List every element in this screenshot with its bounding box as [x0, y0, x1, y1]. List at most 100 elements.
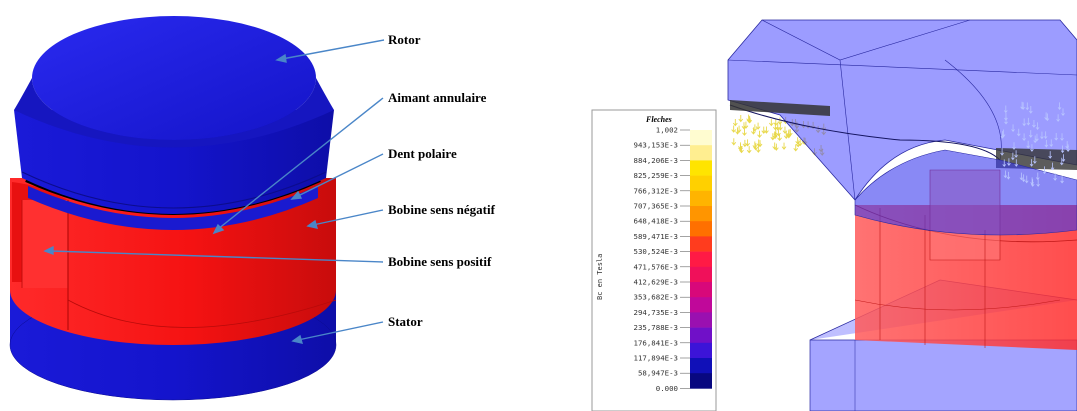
legend-color-swatch — [690, 282, 712, 298]
flux-arrow — [1060, 133, 1064, 141]
legend-tick-label: 294,735E-3 — [634, 308, 679, 317]
coil-inner-cylinder — [22, 200, 68, 288]
legend-color-swatch — [690, 251, 712, 268]
flux-arrow — [731, 125, 737, 133]
flux-arrow — [1042, 166, 1047, 175]
flux-arrow — [1019, 172, 1024, 181]
legend-color-swatch — [690, 297, 712, 313]
flux-arrow — [1059, 157, 1064, 166]
rotor — [14, 16, 334, 214]
legend-color-swatch — [690, 358, 712, 374]
flux-arrow — [777, 117, 783, 125]
flux-arrow — [786, 131, 792, 139]
flux-arrow — [738, 114, 744, 123]
legend-color-swatch — [690, 160, 712, 176]
flux-arrow — [795, 137, 801, 145]
callout-positive-coil: Bobine sens positif — [388, 254, 492, 269]
legend-tick-label: 766,312E-3 — [634, 186, 679, 195]
legend-tick-label: 58,947E-3 — [638, 369, 678, 378]
flux-arrow — [1021, 174, 1026, 183]
legend-tick-label: 176,841E-3 — [634, 338, 679, 347]
flux-arrow — [1011, 152, 1015, 161]
callout-stator: Stator — [388, 314, 423, 329]
flux-arrow — [746, 114, 751, 122]
flux-arrow — [1002, 159, 1007, 167]
flux-arrow — [1006, 171, 1011, 180]
flux-arrow — [775, 123, 781, 131]
legend-tick-label: 412,629E-3 — [634, 278, 679, 287]
flux-arrow — [1053, 173, 1057, 181]
flux-arrow — [752, 141, 758, 149]
legend-color-swatch — [690, 327, 712, 344]
legend-tick-label: 1,002 — [656, 126, 678, 135]
legend-color-swatch — [690, 221, 712, 237]
legend-color-swatch — [690, 312, 712, 328]
legend-tick-label: 707,365E-3 — [634, 202, 679, 211]
flux-arrow — [1044, 139, 1049, 148]
flux-arrow — [742, 128, 747, 136]
flux-arrow — [739, 146, 744, 154]
flux-arrow — [1016, 128, 1021, 137]
legend-color-swatch — [690, 342, 712, 359]
legend-tick-label: 353,682E-3 — [634, 293, 679, 302]
flux-arrow — [1066, 144, 1070, 153]
flux-arrow — [1036, 179, 1040, 187]
legend-tick-label: 235,788E-3 — [634, 323, 679, 332]
flux-arrow — [1050, 162, 1055, 171]
flux-arrow — [1011, 124, 1015, 132]
legend-color-swatch — [690, 373, 712, 389]
legend-tick-label: 471,576E-3 — [634, 262, 679, 271]
legend-color-swatch — [690, 190, 712, 207]
flux-arrow-cluster — [1000, 101, 1070, 187]
flux-arrow — [797, 139, 803, 147]
flux-arrow — [1029, 106, 1033, 114]
flux-arrow — [1024, 175, 1029, 184]
legend-tick-label: 117,894E-3 — [634, 354, 679, 363]
legend-color-swatch — [690, 175, 712, 192]
flux-arrow — [1026, 140, 1030, 149]
flux-arrow — [761, 126, 767, 134]
flux-arrow — [1030, 179, 1035, 187]
flux-arrow — [742, 139, 748, 148]
flux-arrow — [773, 143, 779, 151]
callout-rotor: Rotor — [388, 32, 421, 47]
flux-arrow — [736, 125, 742, 133]
flux-arrow — [1065, 141, 1069, 149]
flux-arrow — [746, 146, 752, 154]
flux-arrow — [1022, 118, 1026, 127]
legend-tick-label: 648,418E-3 — [634, 217, 679, 226]
fem-drawing: Fleches Bc en Tesla 1,002943,153E-3884,2… — [591, 19, 1077, 411]
flux-arrow — [1049, 139, 1054, 148]
legend-color-swatch — [690, 236, 712, 252]
flux-arrow — [1048, 151, 1053, 159]
flux-arrow — [1054, 132, 1058, 141]
flux-arrow — [1000, 148, 1004, 156]
flux-arrow — [781, 142, 787, 150]
flux-arrow — [1061, 154, 1066, 162]
legend-tick-label: 589,471E-3 — [634, 232, 679, 241]
flux-arrow — [755, 145, 761, 153]
actuator-drawing: Rotor Aimant annulaire Dent polaire Bobi… — [9, 16, 496, 401]
legend-color-swatch — [690, 145, 712, 161]
legend-tick-label: 884,206E-3 — [634, 156, 679, 165]
flux-arrow — [768, 119, 774, 127]
flux-arrow — [1045, 113, 1050, 122]
legend-axis-label: Bc en Tesla — [596, 254, 604, 300]
flux-arrow — [1022, 133, 1026, 142]
callout-pole-tooth: Dent polaire — [388, 146, 457, 161]
flux-arrow — [1014, 159, 1019, 167]
flux-arrow — [1004, 116, 1008, 125]
legend-color-swatch — [690, 130, 712, 146]
flux-arrow — [1025, 102, 1030, 111]
flux-arrow — [1003, 105, 1008, 114]
legend-tick-label: 943,153E-3 — [634, 141, 679, 150]
legend-tick-label: 0.000 — [656, 384, 678, 393]
flux-arrow — [1028, 130, 1033, 138]
flux-arrow — [1030, 144, 1034, 152]
flux-arrow — [1012, 142, 1016, 150]
flux-arrow — [1032, 120, 1036, 128]
flux-arrow — [732, 119, 738, 127]
legend-tick-label: 825,259E-3 — [634, 171, 679, 180]
flux-arrow — [1035, 133, 1039, 142]
flux-arrow — [793, 144, 799, 152]
